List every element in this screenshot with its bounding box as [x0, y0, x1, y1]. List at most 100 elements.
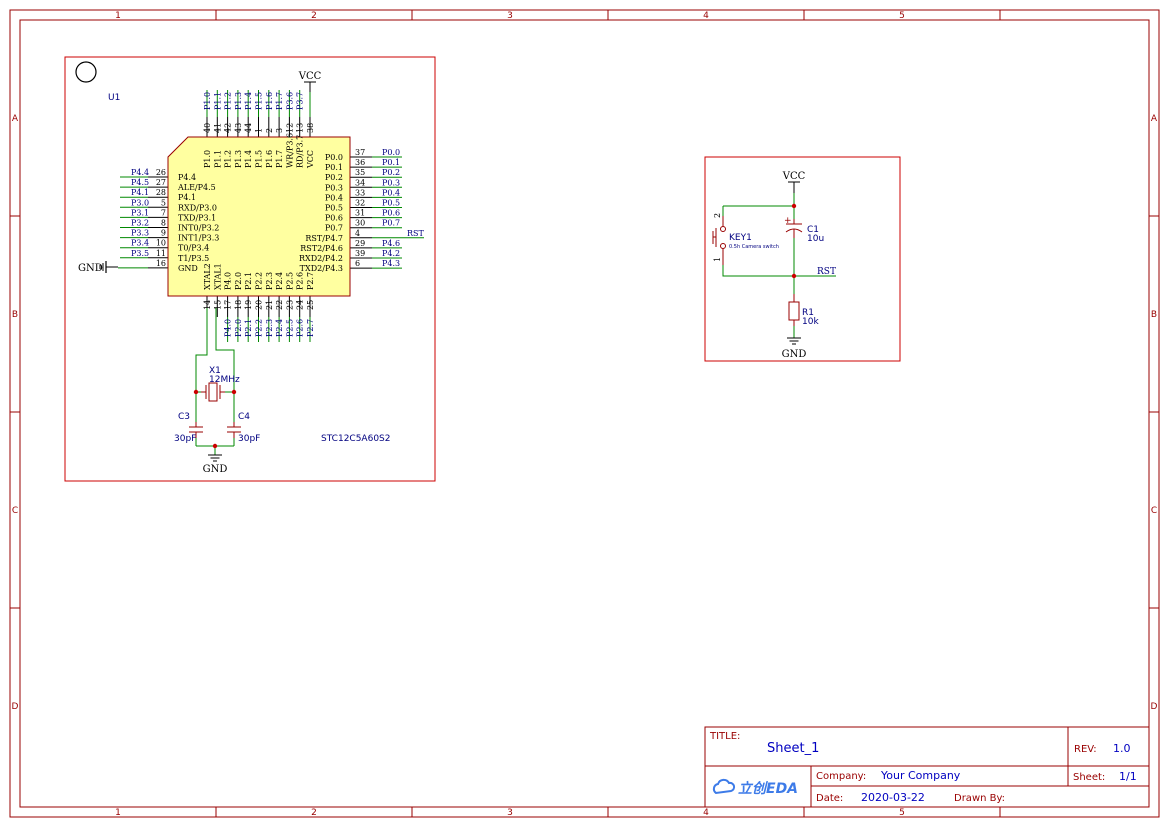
pin-number: 21	[265, 300, 274, 310]
pin-name: T0/P3.4	[178, 244, 209, 253]
net-label: RST	[407, 229, 425, 238]
pin-number: 16	[156, 259, 166, 268]
company-label: Company:	[816, 771, 866, 782]
net-label: P4.3	[382, 259, 400, 268]
pin-number: 22	[275, 300, 284, 310]
title-value: Sheet_1	[767, 741, 819, 756]
mcu-pins	[148, 117, 372, 317]
pin-number: 37	[355, 148, 365, 157]
reset-junction-dots	[791, 203, 797, 279]
pin-number: 6	[355, 259, 360, 268]
pin-name: INT0/P3.2	[178, 224, 219, 233]
pin-name: GND	[178, 264, 198, 273]
company-value: Your Company	[880, 769, 961, 782]
net-label: P3.0	[131, 198, 149, 207]
pin-number: 13	[296, 123, 305, 133]
net-label: P1.2	[224, 92, 233, 110]
pin-number: 29	[355, 239, 365, 248]
net-label: P2.2	[255, 319, 264, 337]
frame-row-label: A	[12, 114, 19, 124]
pin-name: P1.0	[203, 150, 212, 168]
pin-name: P2.6	[296, 272, 305, 290]
frame-row-label: D	[1151, 702, 1158, 712]
net-label: P0.4	[382, 188, 400, 197]
pin-name: P1.2	[224, 150, 233, 168]
net-label: P1.6	[265, 92, 274, 110]
frame-row-label: D	[12, 702, 19, 712]
net-label: P0.1	[382, 158, 400, 167]
mcu-vcc-symbol: VCC	[298, 71, 322, 92]
pin-number: 17	[224, 300, 233, 310]
pin-number: 24	[296, 300, 305, 310]
net-label: P3.1	[131, 208, 149, 217]
title-block: TITLE: Sheet_1 REV: 1.0 立创EDA Company: Y…	[704, 726, 1150, 808]
pin-number: 20	[255, 300, 264, 310]
net-label: P4.2	[382, 249, 400, 258]
pin-number: 43	[234, 123, 243, 133]
pin-name: P2.5	[285, 272, 294, 290]
net-label: P0.6	[382, 209, 400, 218]
key1-pin2: 2	[713, 213, 722, 218]
mcu-chip-body	[167, 136, 351, 297]
pin-name: P2.7	[306, 272, 315, 290]
pin-name: P0.5	[325, 204, 343, 213]
pin-name: P2.2	[255, 272, 264, 290]
pin-number: 39	[355, 249, 365, 258]
pin-name: P0.7	[325, 224, 343, 233]
pin-name: P0.1	[325, 163, 343, 172]
crystal-x1-symbol	[201, 382, 225, 402]
pin-name: P2.1	[244, 272, 253, 290]
mcu-module-border	[64, 56, 436, 482]
frame-col-label: 4	[703, 808, 709, 818]
pin-name: RD/P3.7	[296, 135, 305, 168]
net-label: P1.3	[234, 92, 243, 110]
pin-name: ALE/P4.5	[177, 183, 216, 192]
r1-designator: R1	[802, 308, 814, 318]
frame-col-label: 2	[311, 11, 317, 21]
net-label: P4.1	[131, 188, 149, 197]
pin-name: INT1/P3.3	[178, 234, 219, 243]
net-label: P1.5	[255, 92, 264, 110]
pin-number: 5	[161, 198, 166, 207]
cloud-icon	[712, 778, 736, 795]
net-label: P2.1	[244, 319, 253, 337]
frame-col-label: 5	[899, 808, 905, 818]
net-label: P4.0	[224, 319, 233, 337]
pin-name: P0.3	[325, 183, 343, 192]
pin-name: P2.4	[275, 272, 284, 290]
pin-number: 23	[285, 300, 294, 310]
net-label: P3.6	[285, 92, 294, 110]
pin-number: 36	[355, 158, 365, 167]
pin-number: 26	[156, 168, 166, 177]
capacitor-c3-symbol	[189, 422, 203, 438]
pin-name: P4.1	[178, 193, 196, 202]
date-label: Date:	[816, 793, 843, 804]
pin-name: P1.4	[244, 150, 253, 168]
net-label: P1.7	[275, 92, 284, 110]
pin-number: 10	[156, 239, 166, 248]
r1-value: 10k	[802, 317, 819, 327]
r1-resistor-symbol	[788, 294, 800, 326]
pin-number: 8	[161, 219, 166, 228]
pin-number: 31	[355, 209, 365, 218]
pin-name: P4.4	[178, 173, 196, 182]
rev-value: 1.0	[1113, 742, 1131, 755]
pin-number: 11	[156, 249, 166, 258]
rev-label: REV:	[1074, 744, 1097, 755]
pin-name: P1.6	[265, 150, 274, 168]
lceda-logo: 立创EDA	[712, 778, 798, 797]
net-label: P2.0	[234, 319, 243, 337]
mcu-vcc-label: VCC	[298, 71, 322, 82]
pin-number: 18	[234, 300, 243, 310]
net-label: P0.0	[382, 148, 400, 157]
frame-row-label: B	[1151, 310, 1157, 320]
mcu-designator: U1	[108, 93, 120, 103]
pin-number: 12	[285, 123, 294, 133]
key1-switch-symbol	[712, 216, 726, 265]
pin-name: P1.1	[213, 150, 222, 168]
pin-name: P0.4	[325, 193, 343, 202]
pin-number: 14	[203, 300, 212, 310]
